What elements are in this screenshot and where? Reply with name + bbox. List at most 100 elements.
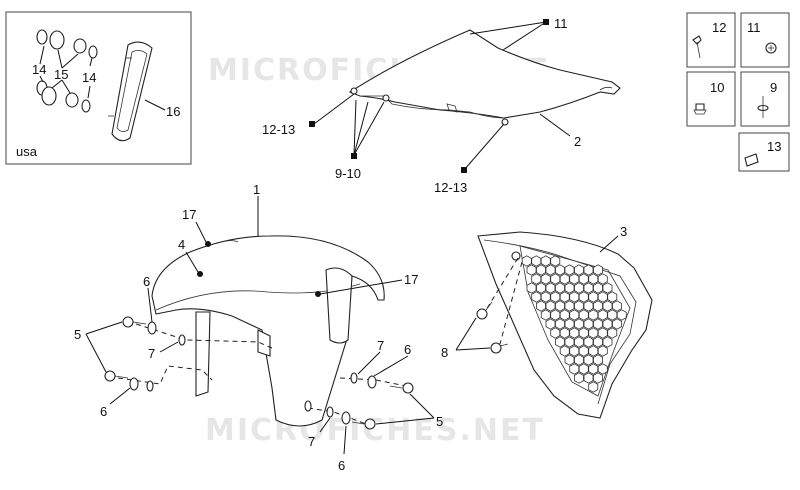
front-mudguard-assembly: 1 17 4 17 6 5 7 6 7 6 5 7 6 xyxy=(74,182,443,473)
mesh-cell xyxy=(588,327,599,339)
callout-6-bottom: 6 xyxy=(338,458,345,473)
reflector-lens xyxy=(116,50,148,132)
marker-square xyxy=(461,167,467,173)
callout-5-right: 5 xyxy=(436,414,443,429)
mesh-cell xyxy=(555,300,565,312)
mesh-cell xyxy=(564,354,575,366)
mesh-cell xyxy=(559,345,570,357)
mesh-cell xyxy=(607,309,618,321)
grille-mesh xyxy=(521,255,627,393)
mesh-cell xyxy=(593,264,603,276)
washer-icon xyxy=(36,29,48,45)
mesh-cell xyxy=(545,264,556,276)
callout-6-upper-left: 6 xyxy=(143,274,150,289)
mesh-cell xyxy=(569,291,580,303)
spacer-icon xyxy=(146,380,154,392)
screw-icon xyxy=(490,342,502,354)
callout-3: 3 xyxy=(620,224,627,239)
legend-label-12: 12 xyxy=(712,20,726,35)
fairing-tab xyxy=(446,103,458,113)
mesh-cell xyxy=(588,273,599,285)
mudguard-top-edge xyxy=(207,240,239,247)
mesh-cell xyxy=(569,309,580,321)
screw-shank-icon xyxy=(389,385,403,389)
mesh-cell xyxy=(540,291,551,303)
leader-line xyxy=(455,347,491,351)
washer-icon xyxy=(367,375,377,389)
mesh-cell xyxy=(583,336,594,348)
mesh-cell xyxy=(597,309,608,321)
callout-1: 1 xyxy=(253,182,260,197)
leader-line xyxy=(109,387,131,405)
fastener-point xyxy=(350,87,358,95)
leader-line xyxy=(61,79,71,94)
mesh-cell xyxy=(574,372,584,384)
mesh-cell xyxy=(564,282,575,294)
callout-14-left: 14 xyxy=(32,62,46,77)
grille-mount-hole xyxy=(511,251,521,261)
leader-line xyxy=(357,351,381,375)
mesh-cell xyxy=(545,282,556,294)
inset-frame xyxy=(5,11,192,165)
screw-shank-icon xyxy=(485,301,493,311)
mesh-cell xyxy=(597,327,608,339)
fastener-point xyxy=(382,94,390,102)
washer-icon xyxy=(88,45,98,59)
clip-base-icon xyxy=(693,109,707,115)
callout-15: 15 xyxy=(54,67,68,82)
washer-icon xyxy=(81,99,91,113)
mesh-cell xyxy=(555,318,565,330)
mesh-cell xyxy=(536,300,546,312)
callout-6-right: 6 xyxy=(404,342,411,357)
mesh-cell xyxy=(588,291,599,303)
mesh-cell xyxy=(583,318,594,330)
mesh-cell xyxy=(555,336,565,348)
grille-inner-edge xyxy=(483,239,637,405)
mounting-axis-right-lower xyxy=(307,407,367,425)
mesh-cell xyxy=(602,282,613,294)
decal-point-4 xyxy=(197,271,203,277)
mesh-cell xyxy=(550,255,561,267)
mesh-cell xyxy=(578,327,589,339)
mesh-cell xyxy=(593,336,603,348)
mesh-cell xyxy=(531,255,542,267)
screw-icon xyxy=(476,308,488,320)
callout-7-left: 7 xyxy=(148,346,155,361)
mesh-cell xyxy=(593,300,603,312)
leader-line xyxy=(87,85,91,99)
leader-line xyxy=(185,251,199,273)
mesh-cell xyxy=(602,318,613,330)
bolt-head-icon xyxy=(692,35,702,45)
callout-7-right: 7 xyxy=(377,338,384,353)
nut-icon xyxy=(65,92,79,108)
mesh-cell xyxy=(578,363,589,375)
callout-12-13-right: 12-13 xyxy=(434,180,467,195)
washer-icon xyxy=(341,411,351,425)
mesh-cell xyxy=(521,255,532,267)
fairing-panel-assembly: 11 12-13 9-10 12-13 2 xyxy=(262,16,621,195)
watermark-bottom: MICROFICHES.NET xyxy=(205,413,545,448)
marker-square xyxy=(351,153,357,159)
mesh-cell xyxy=(597,291,608,303)
mesh-cell xyxy=(536,282,546,294)
mesh-cell xyxy=(540,309,551,321)
mesh-cell xyxy=(616,309,627,321)
mesh-cell xyxy=(550,309,561,321)
mesh-cell xyxy=(593,354,603,366)
leader-line xyxy=(373,355,409,377)
screw-shank-icon xyxy=(351,421,365,425)
mesh-cell xyxy=(545,318,556,330)
mesh-cell xyxy=(550,291,561,303)
mesh-cell xyxy=(574,318,584,330)
callout-12-13-left: 12-13 xyxy=(262,122,295,137)
mesh-cell xyxy=(597,273,608,285)
fastener-point xyxy=(501,118,509,126)
legend-box-11 xyxy=(740,12,790,68)
screw-icon xyxy=(122,316,134,328)
mesh-cell xyxy=(602,300,613,312)
mesh-cell xyxy=(593,318,603,330)
leader-line xyxy=(599,235,619,253)
washer-icon xyxy=(129,377,139,391)
leader-line xyxy=(61,53,79,69)
mesh-cell xyxy=(574,264,584,276)
